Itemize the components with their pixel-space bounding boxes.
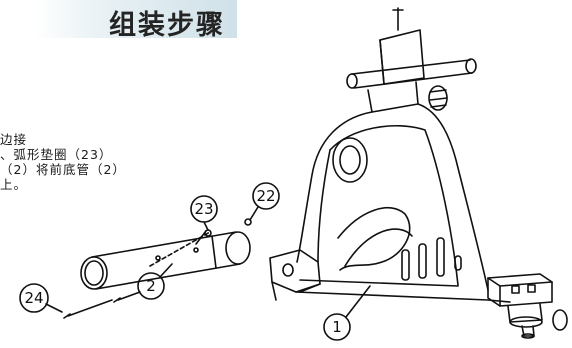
bike-frame-part-1 (269, 7, 568, 339)
callout-1-label: 1 (332, 318, 342, 336)
callout-23: 23 (190, 195, 218, 231)
callout-1: 1 (323, 285, 371, 341)
instruction-line-4: 上。 (0, 177, 28, 192)
front-base-tube-part-2 (80, 231, 251, 290)
callout-24: 24 (19, 283, 63, 313)
callout-22: 22 (249, 182, 280, 221)
callout-2-label: 2 (146, 277, 156, 295)
section-title-banner: 组装步骤 (35, 0, 237, 41)
callout-23-label: 23 (194, 200, 213, 218)
instruction-line-3: （2）将前底管（2） (0, 162, 126, 177)
section-title: 组装步骤 (109, 10, 225, 41)
instruction-line-2: 、弧形垫圈（23） (0, 147, 113, 162)
callout-2: 2 (137, 263, 173, 300)
instruction-line-1: 边接 (0, 132, 28, 147)
bolts-and-washers (63, 218, 252, 319)
instruction-text: 边接 、弧形垫圈（23） （2）将前底管（2） 上。 (0, 132, 126, 192)
callout-24-label: 24 (24, 289, 43, 307)
callout-22-label: 22 (256, 187, 275, 205)
